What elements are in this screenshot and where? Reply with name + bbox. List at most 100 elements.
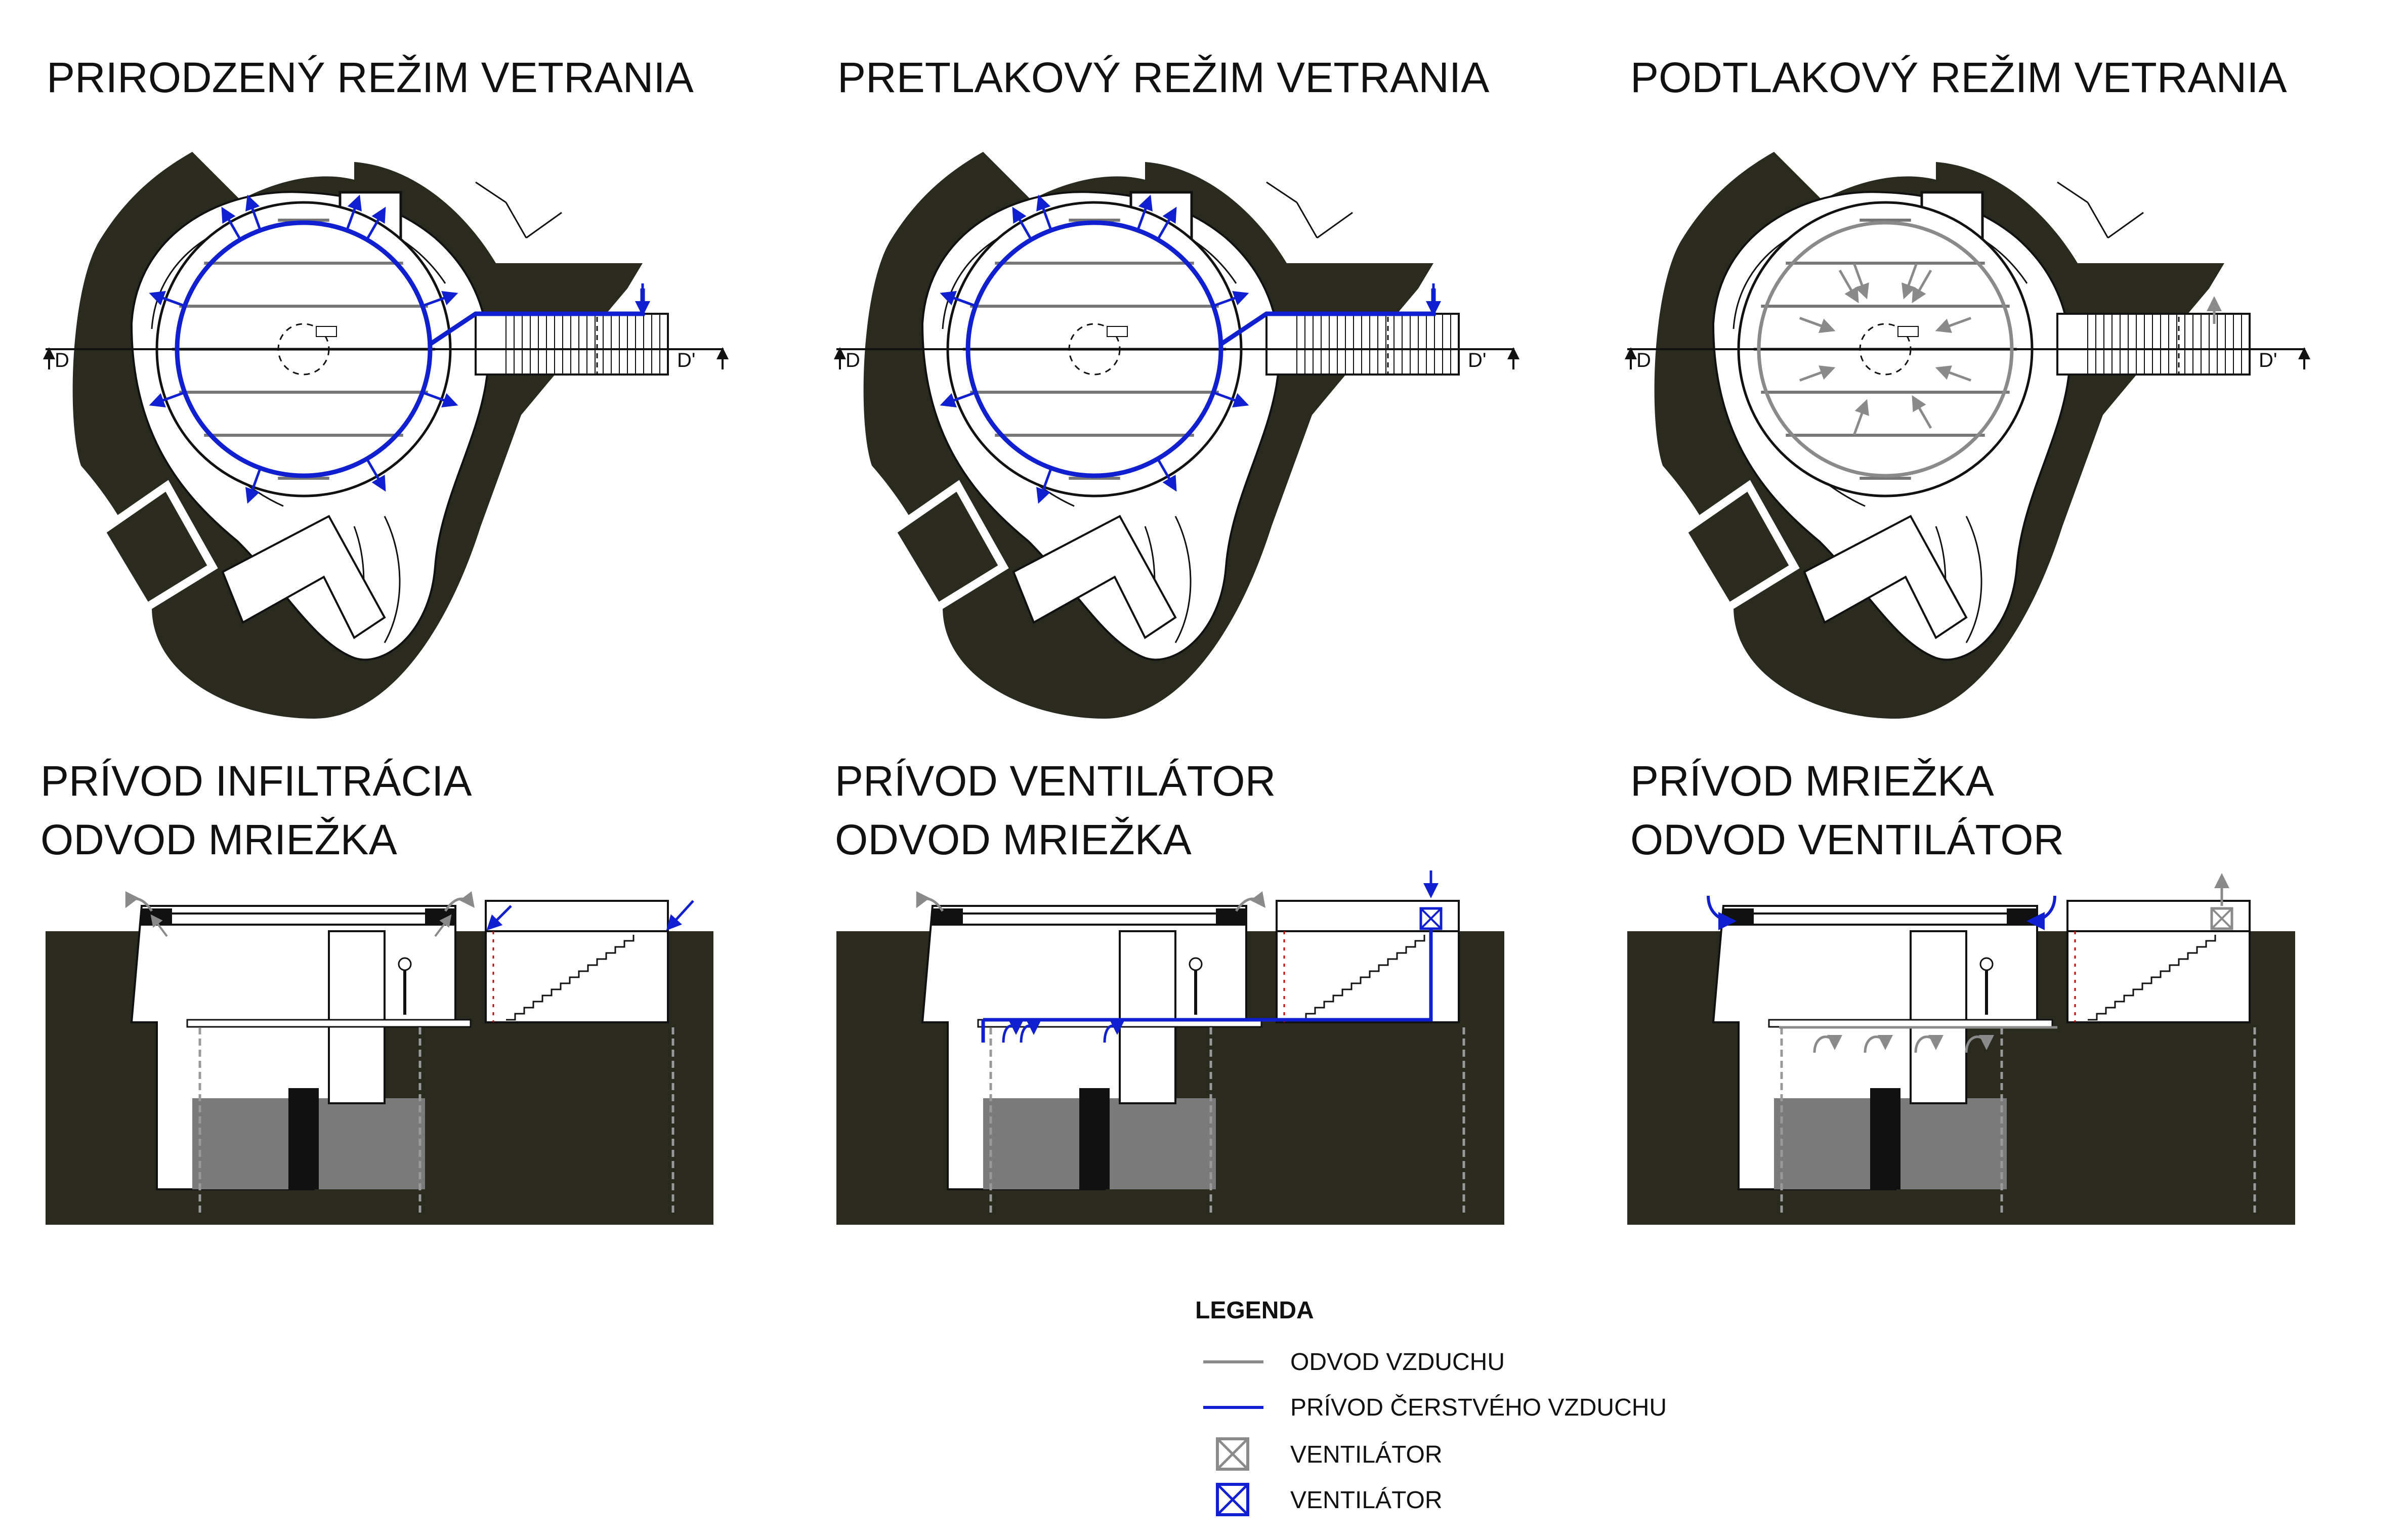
plan-title: PRETLAKOVÝ REŽIM VETRANIA — [837, 54, 1489, 101]
supply-arrow — [245, 468, 262, 504]
section-title-line2: ODVOD VENTILÁTOR — [1630, 816, 2064, 863]
gray-fan-icon — [2210, 907, 2233, 930]
plan-title: PRIRODZENÝ REŽIM VETRANIA — [47, 54, 694, 101]
stair-outline — [2056, 313, 2251, 376]
corridor-wing — [1012, 515, 1177, 639]
exhaust-arrow — [1235, 891, 1266, 912]
stair-corridor — [1265, 313, 1460, 376]
section-view — [836, 870, 1504, 1225]
bunker-block — [96, 480, 218, 613]
supply-arrow — [1156, 458, 1177, 492]
section-title-line1: PRÍVOD MRIEŽKA — [1630, 757, 1994, 805]
exhaust-arrow — [1799, 317, 1836, 333]
duct-loop — [965, 220, 1223, 478]
roof-curb-left — [933, 908, 963, 924]
airflow-arrows — [940, 194, 1441, 504]
legend-label-exhaust: ODVOD VZDUCHU — [1290, 1349, 1505, 1376]
pavilion-roof — [485, 900, 669, 932]
legend-label-fan-blue: VENTILÁTOR — [1290, 1487, 1443, 1514]
level-tag — [316, 326, 337, 337]
floor-slab — [1768, 1019, 2053, 1028]
person-figure — [1189, 957, 1203, 971]
supply-arrow — [422, 391, 458, 407]
exhaust-arrow — [1935, 365, 1971, 382]
exhaust-arrow — [1935, 317, 1971, 333]
blue-fan-icon — [1216, 1483, 1249, 1516]
roof-deck — [932, 912, 1247, 926]
exhaust-arrow — [1853, 263, 1869, 300]
stair-landing — [596, 313, 669, 376]
section-label-left: D — [1636, 349, 1651, 371]
supply-arrow — [221, 206, 242, 240]
pavilion-roof — [1276, 900, 1460, 932]
exhaust-arrow — [444, 891, 475, 912]
central-column — [328, 930, 386, 1104]
exhaust-arrow — [150, 914, 168, 937]
supply-arrow — [1136, 194, 1153, 231]
section-label-left: D — [846, 349, 860, 371]
pavilion-outline — [475, 181, 562, 239]
legend-label-fan-gray: VENTILÁTOR — [1290, 1441, 1443, 1468]
supply-arrow — [149, 291, 185, 307]
section-title-line2: ODVOD MRIEŽKA — [835, 816, 1192, 863]
airflow — [125, 891, 694, 937]
section-title-line1: PRÍVOD INFILTRÁCIA — [40, 757, 472, 805]
roof-deck — [1722, 912, 2038, 926]
stair-landing — [1387, 313, 1460, 376]
section-label-right: D' — [1468, 349, 1487, 371]
gray-fan-icon — [1216, 1437, 1249, 1471]
central-column — [1910, 930, 1967, 1104]
supply-arrow — [1036, 194, 1052, 231]
stair-flight — [506, 935, 635, 1021]
legend: LEGENDA ODVOD VZDUCHU PRÍVOD ČERSTVÉHO V… — [1195, 1297, 1667, 1516]
supply-arrow — [1012, 206, 1033, 240]
fan-cross — [2211, 907, 2233, 930]
plan-title: PODTLAKOVÝ REŽIM VETRANIA — [1630, 54, 2287, 101]
central-pillar-base — [1079, 1088, 1110, 1189]
supply-arrow — [2026, 895, 2056, 930]
fan-box — [2210, 907, 2233, 930]
bunker-block — [1677, 480, 1800, 613]
airflow-arrows — [1799, 263, 2222, 435]
supply-arrow — [1213, 391, 1249, 407]
central-pillar-base — [1870, 1088, 1900, 1189]
airflow-arrows — [149, 194, 650, 504]
fan-cross — [1420, 907, 1442, 930]
central-column — [1119, 930, 1176, 1104]
exhaust-arrow — [434, 914, 452, 937]
person-figure — [398, 957, 412, 971]
duct-loop — [175, 220, 433, 478]
section-label-right: D' — [677, 349, 696, 371]
stair-landing — [2178, 313, 2251, 376]
duct-ring — [1757, 221, 2014, 478]
exhaust-arrow — [1912, 395, 1932, 429]
supply-arrow — [365, 458, 386, 492]
section-view — [1627, 873, 2295, 1225]
exhaust-arrow — [1799, 365, 1836, 382]
central-pillar-base — [288, 1088, 319, 1189]
plan-view: D D' — [834, 152, 1519, 719]
roof-deck — [141, 912, 456, 926]
supply-arrow — [245, 194, 262, 231]
floor-slab — [186, 1019, 472, 1028]
panel-overpressure: PRETLAKOVÝ REŽIM VETRANIA D D' PRÍVOD VEN… — [834, 54, 1519, 1225]
supply-arrow — [422, 291, 458, 307]
supply-arrow — [1002, 1019, 1024, 1043]
section-title-line1: PRÍVOD VENTILÁTOR — [835, 757, 1276, 805]
supply-arrow — [940, 291, 976, 307]
supply-arrow — [1707, 895, 1737, 930]
exhaust-arrow — [1838, 269, 1859, 304]
supply-duct — [981, 929, 1433, 1043]
airflow — [1707, 873, 2233, 1053]
exhaust-arrow — [916, 891, 944, 912]
corridor-wing — [1803, 515, 1968, 639]
supply-arrow — [365, 206, 386, 240]
supply-arrow — [1036, 468, 1052, 504]
exhaust-arrow — [1914, 1034, 1944, 1053]
supply-arrow — [940, 391, 976, 407]
